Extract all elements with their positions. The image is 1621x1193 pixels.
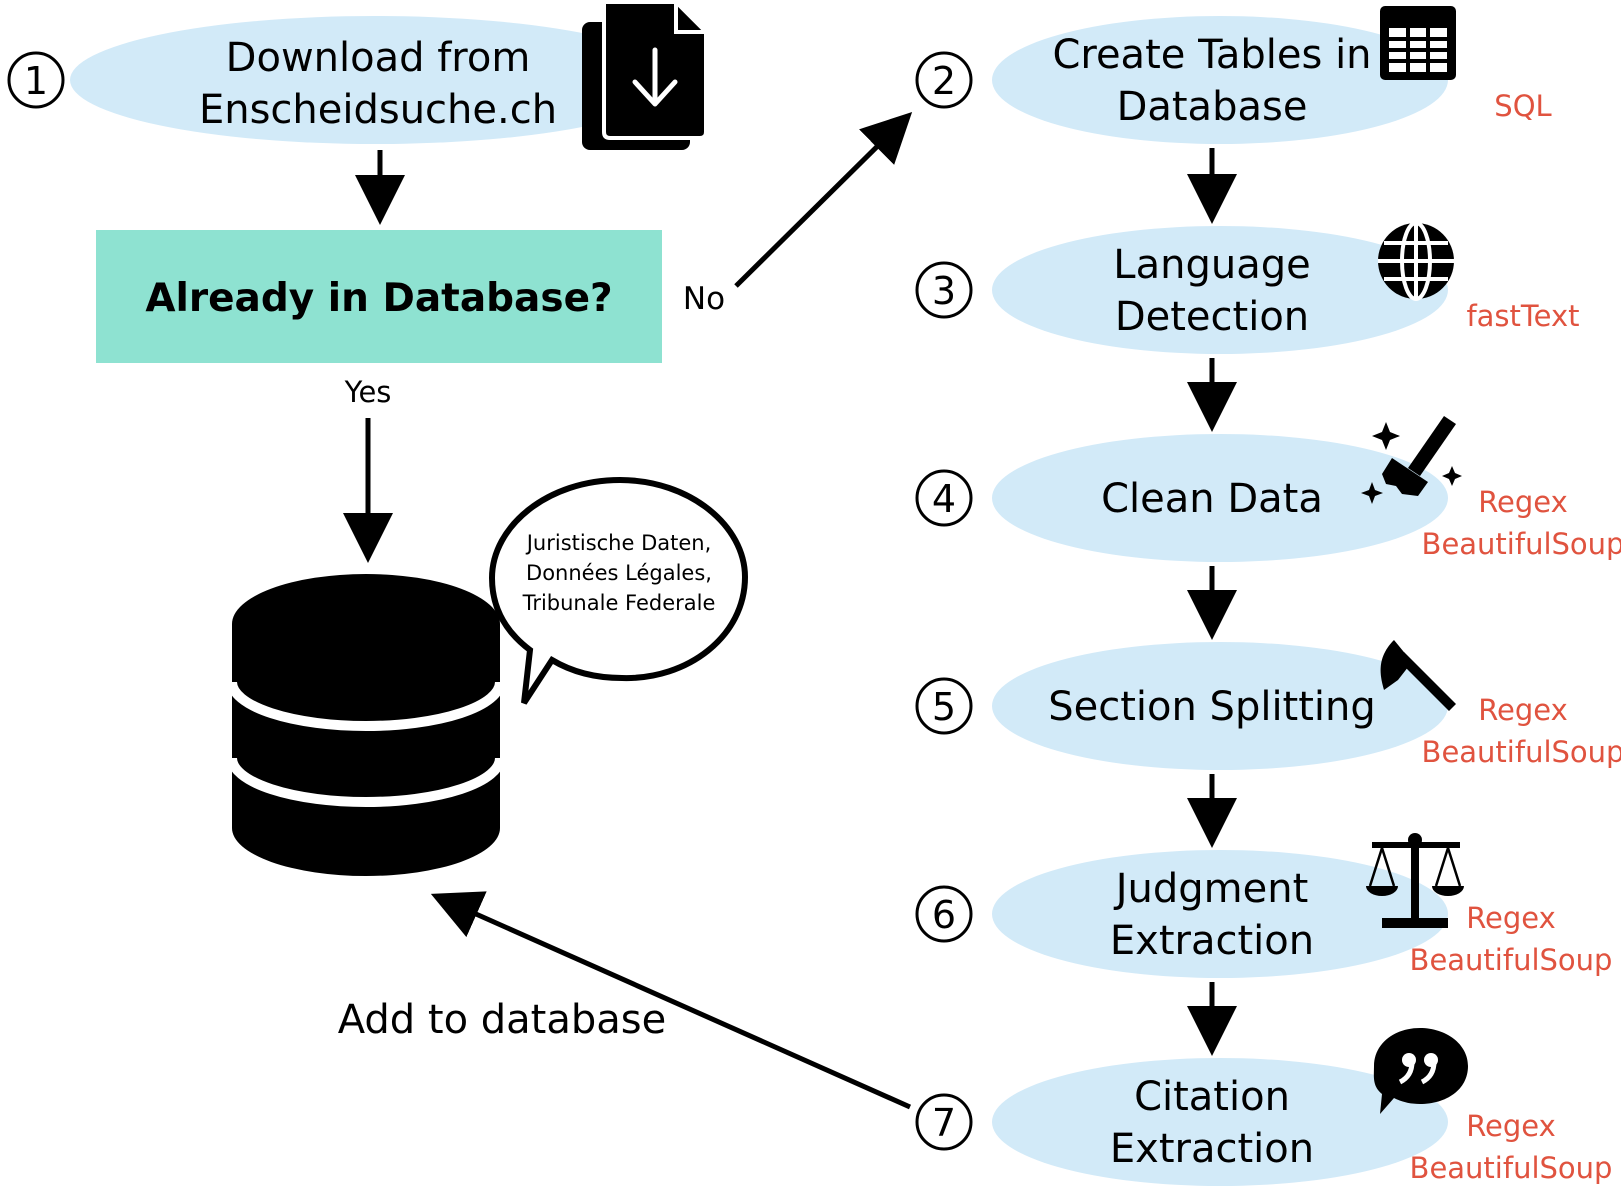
yes-label: Yes (344, 375, 392, 409)
step-2-ellipse (992, 16, 1448, 144)
step-7-number-circle (915, 1093, 973, 1151)
step-7-ellipse (992, 1058, 1448, 1186)
step-1-label-line1: Download from (226, 35, 531, 81)
globe-icon (1378, 221, 1454, 301)
decision-rect (96, 230, 662, 363)
step-1: 1 Download from Enscheidsuche.ch (7, 0, 708, 150)
decision-label: Already in Database? (145, 276, 612, 321)
axe-icon (1380, 640, 1456, 711)
step-6-label-line2: Extraction (1110, 918, 1314, 964)
speech-bubble: Juristische Daten, Données Légales, Trib… (488, 476, 749, 705)
step-5-tool-1: Regex (1478, 693, 1568, 727)
step-4-tool-1: Regex (1478, 485, 1568, 519)
step-5-tool-2: BeautifulSoup (1422, 735, 1621, 769)
step-5-ellipse (992, 642, 1448, 770)
arrow-no-to-step-2 (734, 111, 913, 288)
arrow-step-7-to-database (430, 891, 912, 1110)
broom-sparkles-icon (1361, 416, 1462, 504)
step-4-label-line1: Clean Data (1101, 476, 1323, 522)
step-6-number: 6 (932, 893, 956, 937)
no-label: No (683, 281, 725, 317)
step-6-label-line1: Judgment (1113, 866, 1309, 912)
scales-icon (1366, 833, 1464, 928)
step-1-label-line2: Enscheidsuche.ch (199, 87, 557, 133)
step-3-tool-1: fastText (1466, 299, 1579, 333)
step-4-tool-2: BeautifulSoup (1422, 527, 1621, 561)
step-5-number: 5 (932, 685, 956, 729)
table-icon (1380, 6, 1456, 80)
add-to-database-label: Add to database (338, 997, 666, 1043)
step-2-tool-1: SQL (1494, 89, 1551, 123)
step-2-number-circle (915, 51, 973, 109)
database-icon (227, 574, 505, 876)
bubble-line-3: Tribunale Federale (522, 591, 716, 615)
step-1-number-circle (7, 51, 65, 109)
step-7-number: 7 (932, 1101, 956, 1145)
step-6-ellipse (992, 850, 1448, 978)
quote-bubble-icon (1373, 1028, 1468, 1114)
step-3-label-line2: Detection (1115, 294, 1309, 340)
step-4-ellipse (992, 434, 1448, 562)
step-3-number: 3 (932, 269, 956, 313)
step-7-tool-1: Regex (1466, 1109, 1556, 1143)
step-7-label-line1: Citation (1134, 1074, 1290, 1120)
decision-box: Already in Database? (96, 230, 662, 363)
step-2-label-line1: Create Tables in (1052, 32, 1371, 78)
step-5-label-line1: Section Splitting (1048, 684, 1376, 730)
step-2-number: 2 (932, 59, 956, 103)
step-6-tool-1: Regex (1466, 901, 1556, 935)
step-2: 2 Create Tables in Database SQL (915, 6, 1552, 144)
step-6-tool-2: BeautifulSoup (1410, 943, 1613, 977)
step-4-number-circle (915, 469, 973, 527)
step-1-number: 1 (24, 59, 48, 103)
step-3-number-circle (915, 261, 973, 319)
step-7-label-line2: Extraction (1110, 1126, 1314, 1172)
bubble-line-1: Juristische Daten, (525, 531, 712, 555)
document-download-icon (582, 0, 708, 150)
step-3-label-line1: Language (1113, 242, 1310, 288)
step-4-number: 4 (932, 477, 956, 521)
step-3-ellipse (992, 226, 1448, 354)
step-2-label-line2: Database (1117, 84, 1308, 130)
step-7-tool-2: BeautifulSoup (1410, 1151, 1613, 1185)
bubble-line-2: Données Légales, (526, 561, 712, 585)
step-6-number-circle (915, 885, 973, 943)
step-5-number-circle (915, 677, 973, 735)
step-1-ellipse (70, 16, 680, 144)
